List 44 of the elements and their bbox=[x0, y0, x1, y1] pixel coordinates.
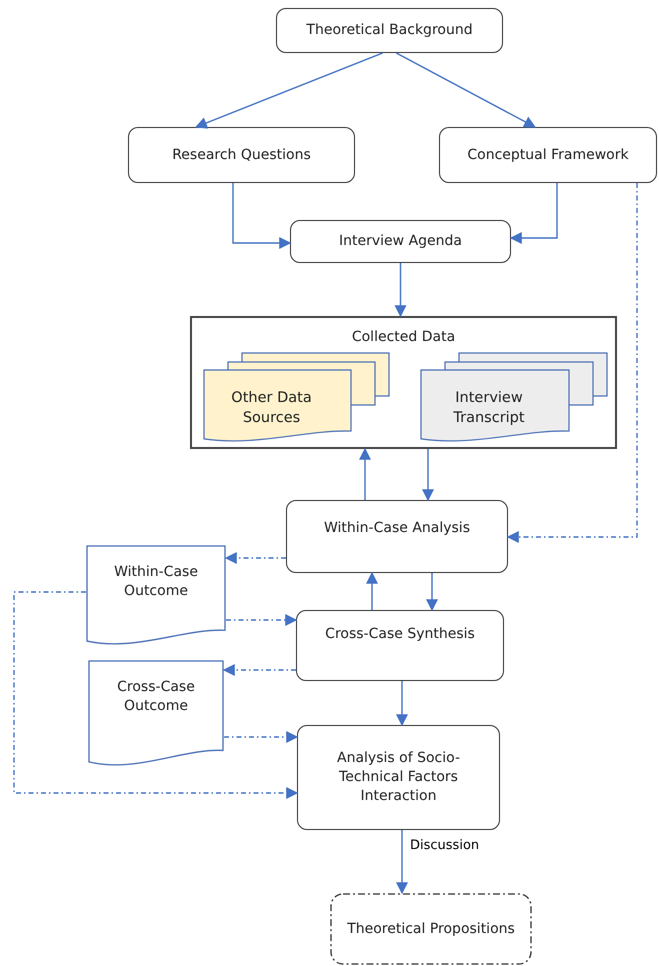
process-box bbox=[286, 500, 508, 573]
process-box bbox=[297, 725, 500, 830]
group-frame bbox=[190, 316, 617, 449]
node-text: Interview Transcript bbox=[452, 388, 526, 428]
arrow bbox=[422, 449, 434, 502]
arrow bbox=[396, 52, 536, 128]
process-box bbox=[439, 127, 657, 183]
arrow bbox=[366, 572, 378, 610]
arrow bbox=[506, 183, 638, 543]
node-text: Conceptual Framework bbox=[467, 146, 629, 164]
arrow bbox=[396, 681, 408, 726]
node-text: Theoretical Background bbox=[306, 21, 473, 40]
arrow bbox=[222, 664, 296, 676]
arrow bbox=[396, 830, 408, 894]
arrow bbox=[426, 573, 438, 612]
arrow bbox=[359, 448, 371, 500]
arrow bbox=[224, 731, 298, 743]
arrow bbox=[510, 183, 558, 244]
node-text: Cross-Case Outcome bbox=[116, 678, 196, 716]
node-text: Other Data Sources bbox=[230, 388, 313, 428]
node-text: Cross-Case Synthesis bbox=[325, 625, 475, 644]
node-text: Within-Case Analysis bbox=[324, 519, 470, 538]
arrow bbox=[394, 263, 406, 318]
arrow bbox=[224, 552, 286, 564]
document-shape bbox=[88, 660, 224, 768]
edge-label: Discussion bbox=[408, 838, 482, 852]
node-text: Theoretical Propositions bbox=[347, 920, 515, 938]
terminal-box bbox=[330, 893, 532, 965]
arrow bbox=[226, 614, 298, 626]
node-text: Research Questions bbox=[172, 146, 311, 164]
node-text: Within-Case Outcome bbox=[113, 563, 199, 601]
document-shape bbox=[86, 545, 226, 647]
process-box bbox=[276, 8, 503, 53]
process-box bbox=[128, 127, 355, 183]
document-stack bbox=[203, 352, 390, 443]
node-text: Collected Data bbox=[352, 328, 456, 347]
arrow bbox=[13, 591, 298, 799]
node-text: Interview Agenda bbox=[339, 232, 462, 251]
document-stack bbox=[420, 352, 608, 443]
process-box bbox=[296, 610, 504, 681]
arrow bbox=[232, 183, 292, 249]
node-text: Analysis of Socio-Technical Factors Interaction bbox=[336, 749, 461, 806]
arrow bbox=[194, 52, 383, 129]
process-box bbox=[290, 220, 511, 263]
